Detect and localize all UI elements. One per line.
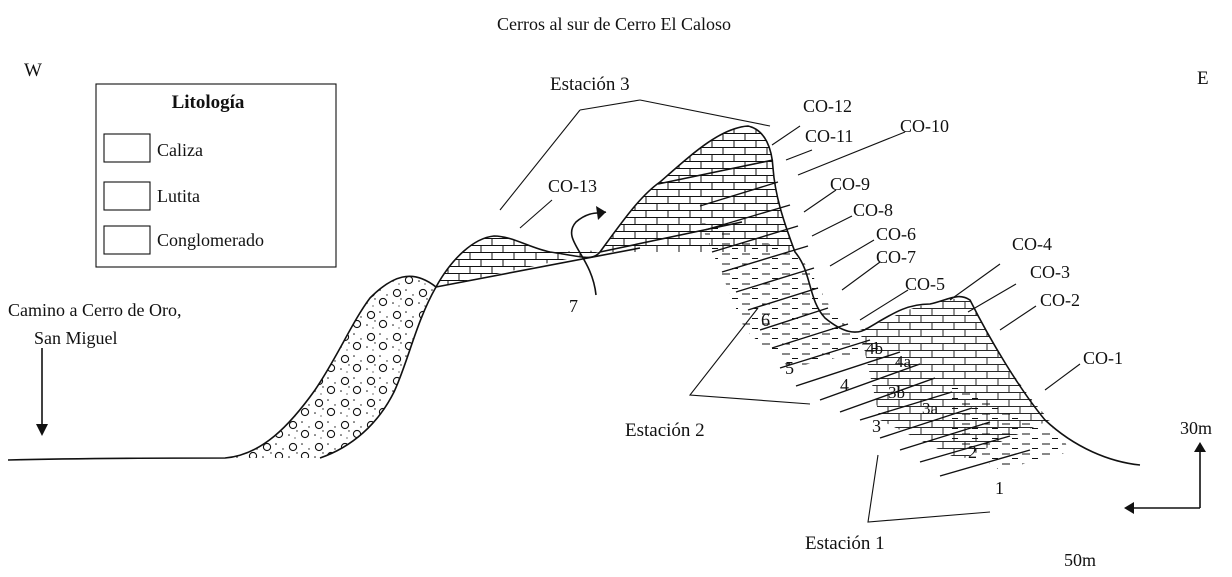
conglomerate-contact xyxy=(319,286,437,459)
unit-label-2: 2 xyxy=(968,442,977,462)
leader-line xyxy=(967,283,1017,313)
shale-swatch xyxy=(103,181,151,211)
road-label-line2: San Miguel xyxy=(34,328,118,348)
conglomerate-swatch xyxy=(103,225,151,255)
unit-label-3: 3 xyxy=(872,416,881,436)
bed-line xyxy=(711,225,799,253)
leader-line xyxy=(859,289,909,321)
sample-label-co-6: CO-6 xyxy=(876,224,916,244)
limestone-hill-unit xyxy=(436,236,600,287)
station-1-label: Estación 1 xyxy=(805,533,885,554)
legend: Litología Caliza Lutita Conglomerado xyxy=(95,83,337,268)
bed-line xyxy=(699,181,779,207)
bed-line xyxy=(779,339,871,369)
bed-line xyxy=(771,323,849,349)
unit-label-7: 7 xyxy=(569,296,578,316)
bed-line xyxy=(919,435,1011,463)
unit-label-1: 1 xyxy=(995,478,1004,498)
legend-label-shale: Lutita xyxy=(157,186,200,206)
bedding-lines xyxy=(699,181,1031,477)
leader-line xyxy=(771,125,801,146)
down-arrow-icon xyxy=(36,424,48,436)
vertical-scale-label: 30m xyxy=(1180,418,1212,438)
station-2-bracket xyxy=(688,307,811,405)
unit-label-4a: 4a xyxy=(895,352,912,371)
leader-line xyxy=(841,261,881,291)
station-2-label: Estación 2 xyxy=(625,420,705,441)
bedding-contact xyxy=(599,221,743,253)
legend-frame xyxy=(95,83,337,268)
sample-label-co-12: CO-12 xyxy=(803,96,852,116)
sample-label-co-8: CO-8 xyxy=(853,200,893,220)
unit-label-3b: 3b xyxy=(888,383,905,402)
bed-line xyxy=(704,204,791,231)
legend-label-limestone: Caliza xyxy=(157,140,203,160)
unit-label-5: 5 xyxy=(785,358,794,378)
bed-line xyxy=(899,421,991,451)
bed-line xyxy=(879,407,973,439)
bedding-contact xyxy=(657,159,774,185)
leader-line xyxy=(1044,363,1081,391)
bed-line xyxy=(747,287,819,311)
unit-label-3a: 3a xyxy=(922,399,939,418)
limestone-main-ridge xyxy=(600,126,795,252)
conglomerate-unit xyxy=(225,276,436,458)
west-label: W xyxy=(24,60,42,81)
bed-line xyxy=(721,245,809,273)
sample-label-co-5: CO-5 xyxy=(905,274,945,294)
leader-line xyxy=(949,263,1001,301)
leader-lines xyxy=(499,99,1081,391)
horizontal-scale-label: 50m xyxy=(1064,550,1096,570)
leader-line xyxy=(797,131,906,176)
shale-toe-unit xyxy=(950,380,1070,470)
east-label: E xyxy=(1197,68,1209,89)
sample-label-co-4: CO-4 xyxy=(1012,234,1052,254)
leader-line xyxy=(999,305,1037,331)
station-1-bracket xyxy=(867,454,991,523)
leader-line xyxy=(639,99,771,127)
bed-line xyxy=(759,307,829,331)
up-arrow-icon xyxy=(1194,442,1206,452)
unit-label-4: 4 xyxy=(840,375,849,395)
leader-line xyxy=(499,109,581,211)
sample-label-co-11: CO-11 xyxy=(805,126,853,146)
bed-line xyxy=(795,351,901,387)
leader-line xyxy=(519,199,553,229)
sample-label-co-9: CO-9 xyxy=(830,174,870,194)
limestone-swatch xyxy=(103,133,151,163)
sample-label-co-2: CO-2 xyxy=(1040,290,1080,310)
arrow-head-icon xyxy=(596,206,606,220)
legend-title: Litología xyxy=(172,92,245,113)
sample-label-co-3: CO-3 xyxy=(1030,262,1070,282)
leader-line xyxy=(811,215,853,237)
sample-label-co-1: CO-1 xyxy=(1083,348,1123,368)
bed-line xyxy=(859,391,953,421)
shale-slope-unit xyxy=(700,222,880,368)
section-title: Cerros al sur de Cerro El Caloso xyxy=(497,14,731,34)
station-3-label: Estación 3 xyxy=(550,74,630,95)
leader-line xyxy=(829,239,875,267)
leader-line xyxy=(579,99,641,111)
sample-label-co-7: CO-7 xyxy=(876,247,916,267)
sample-label-co-10: CO-10 xyxy=(900,116,949,136)
bed-line xyxy=(839,377,936,413)
leader-line xyxy=(785,149,813,161)
unit-label-4b: 4b xyxy=(866,339,883,358)
bedding-contact xyxy=(435,247,641,288)
bed-line xyxy=(939,449,1031,477)
sample-label-co-13: CO-13 xyxy=(548,176,597,196)
unit-label-6: 6 xyxy=(761,310,770,330)
left-arrow-icon xyxy=(1124,502,1134,514)
road-label-line1: Camino a Cerro de Oro, xyxy=(8,300,181,320)
legend-label-conglomerate: Conglomerado xyxy=(157,230,264,250)
topographic-profile xyxy=(7,125,1141,466)
bed-line xyxy=(819,363,921,401)
leader-line xyxy=(803,189,837,213)
bed-line xyxy=(735,267,815,293)
